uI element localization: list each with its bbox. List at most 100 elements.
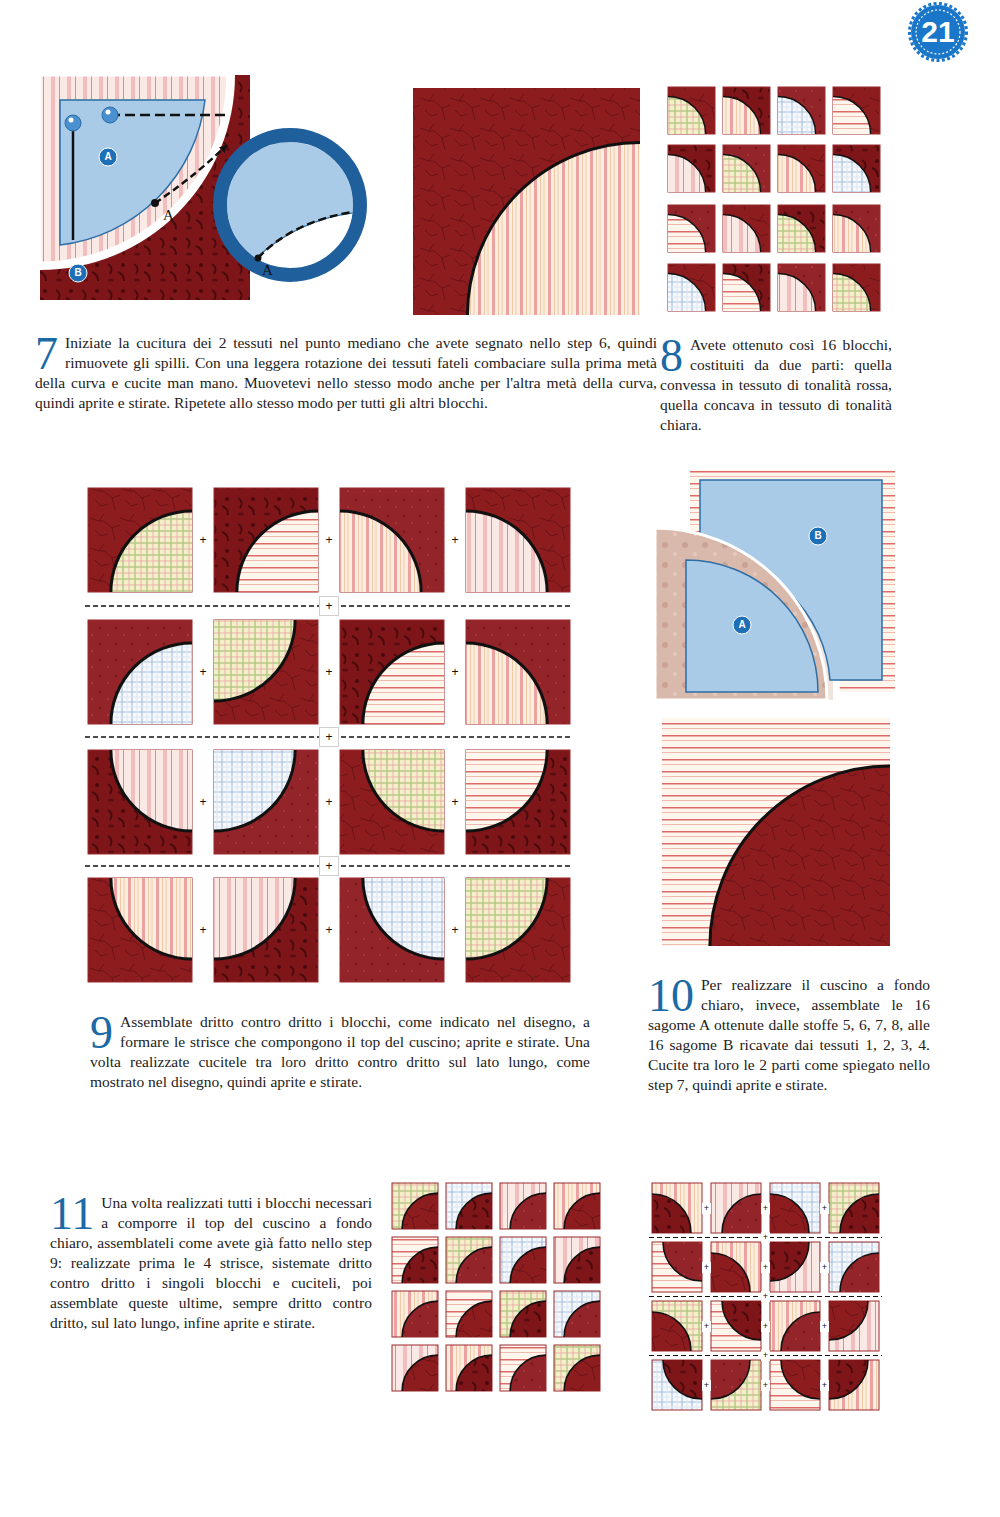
block-quarter (564, 1355, 600, 1391)
badge-ring (916, 10, 960, 54)
quilt-block (88, 750, 192, 854)
quilt-block (392, 1345, 438, 1391)
quilt-block (413, 88, 640, 315)
block-ground (214, 620, 318, 724)
quilt-block (668, 87, 715, 134)
quilt-block (446, 1345, 492, 1391)
block-ground (413, 88, 640, 315)
quilt-block (554, 1291, 600, 1337)
block-quarter (466, 878, 547, 959)
block-quarter (840, 1194, 879, 1233)
template-letter: A (104, 152, 111, 162)
block-ground (214, 750, 318, 854)
quilt-block (88, 878, 192, 982)
block-quarter (833, 214, 871, 252)
block-quarter (723, 154, 761, 192)
svg-circle (255, 255, 262, 262)
quilt-block (88, 488, 192, 592)
quilt-block (446, 1291, 492, 1337)
quilt-block (723, 205, 770, 252)
block-quarter (363, 750, 444, 831)
quilt-block (829, 1242, 879, 1292)
seam-curve (710, 766, 890, 946)
block-quarter (456, 1247, 492, 1283)
seam-curve (111, 511, 192, 592)
block-ground (723, 145, 770, 192)
quilt-block (446, 1183, 492, 1229)
block-quarter (564, 1247, 600, 1283)
block-quarter (456, 1193, 492, 1229)
seam-curve (111, 878, 192, 959)
seam-curve (456, 1355, 492, 1391)
seam-curve (510, 1355, 546, 1391)
seam-curve (466, 643, 547, 724)
quilt-block (652, 1360, 702, 1410)
quilt-block (652, 1183, 702, 1233)
block-ground (500, 1345, 546, 1391)
quilt-block (711, 1360, 761, 1410)
quilt-block (770, 1183, 820, 1233)
quilt-block (829, 1183, 879, 1233)
seam-curve (668, 214, 706, 252)
quilt-block (214, 878, 318, 982)
seam-curve (840, 1253, 879, 1292)
plus-sign: + (702, 1321, 711, 1332)
block-ground (88, 488, 192, 592)
block-ground (668, 145, 715, 192)
block-ground (833, 87, 880, 134)
seam-curve (564, 1301, 600, 1337)
block-ground (214, 878, 318, 982)
block-quarter (668, 273, 706, 311)
plus-sign: + (820, 1262, 829, 1273)
block-ground (711, 1360, 761, 1410)
block-quarter (402, 1355, 438, 1391)
block-quarter (402, 1193, 438, 1229)
quilt-block (466, 750, 570, 854)
quilt-block (833, 205, 880, 252)
block-ground (711, 1183, 761, 1233)
block-ground (88, 620, 192, 724)
block-quarter (111, 750, 192, 831)
quilt-block (392, 1237, 438, 1283)
plus-sign: + (702, 1262, 711, 1273)
block-ground (770, 1301, 820, 1351)
plus-sign: + (820, 1380, 829, 1391)
block-ground (500, 1183, 546, 1229)
block-quarter (770, 1194, 809, 1233)
step-number: 11 (50, 1195, 94, 1233)
block-ground (340, 750, 444, 854)
block-quarter (770, 1242, 809, 1281)
plus-sign: + (761, 1203, 770, 1214)
block-quarter (467, 142, 640, 315)
quilt-block (723, 264, 770, 311)
block-ground (214, 488, 318, 592)
quilt-block (214, 620, 318, 724)
svg-circle (69, 118, 74, 123)
block-quarter (652, 1194, 691, 1233)
block-ground (829, 1301, 879, 1351)
block-ground (778, 205, 825, 252)
plus-sign: + (323, 795, 334, 809)
block-quarter (111, 643, 192, 724)
block-ground (652, 1183, 702, 1233)
seam-curve (711, 1253, 750, 1292)
seam-curve (466, 750, 547, 831)
plus-sign: + (319, 856, 338, 876)
template-letter-circle: B (809, 527, 827, 545)
seam-curve (663, 1242, 702, 1281)
quilt-block (392, 1183, 438, 1229)
block-ground (770, 1183, 820, 1233)
seam-curve (723, 214, 761, 252)
svg-path (686, 560, 818, 692)
block-ground (829, 1183, 879, 1233)
svg-circle (102, 107, 118, 123)
quilt-block (554, 1183, 600, 1229)
svg-circle (220, 135, 360, 275)
seam-curve (214, 620, 295, 701)
step-text: Assemblate dritto contro dritto i blocch… (90, 1013, 590, 1090)
plus-sign: + (323, 533, 334, 547)
seam-curve (663, 1360, 702, 1399)
point-label: A (262, 263, 273, 278)
block-ground (500, 1291, 546, 1337)
block-ground (711, 1242, 761, 1292)
